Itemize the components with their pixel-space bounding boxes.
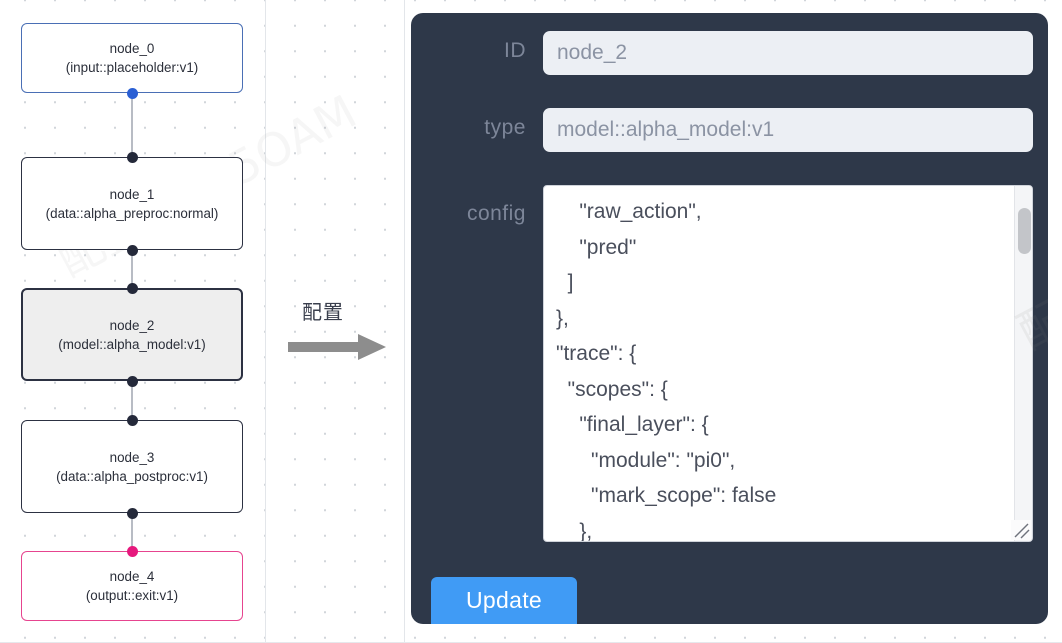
transition-label: 配置 [302, 300, 344, 324]
graph-node-type: (data::alpha_postproc:v1) [56, 468, 208, 484]
resize-handle-icon[interactable] [1011, 520, 1031, 540]
graph-edge-1-2 [131, 250, 133, 288]
node-port-node_1-out[interactable] [126, 245, 138, 256]
graph-node-label: node_3(data::alpha_postproc:v1) [30, 448, 234, 486]
graph-node-id: node_4 [109, 569, 155, 584]
canvas-divider-right [404, 0, 405, 643]
config-textarea[interactable]: "raw_action", "pred" ] }, "trace": { "sc… [556, 200, 777, 541]
graph-node-label: node_2(model::alpha_model:v1) [31, 316, 233, 354]
graph-node-id: node_2 [109, 317, 155, 333]
field-row-config: config "raw_action", "pred" ] }, "trace"… [411, 185, 1048, 542]
graph-node-id: node_1 [109, 186, 155, 202]
update-button[interactable]: Update [431, 577, 577, 624]
canvas-divider-left [265, 0, 266, 643]
node-config-panel: ID type config "raw_action", "pred" ] },… [411, 13, 1048, 624]
graph-edge-0-1 [131, 93, 133, 157]
node-port-node_3-out[interactable] [126, 508, 138, 519]
transition-annotation: 配置 [288, 296, 398, 364]
id-input[interactable] [543, 31, 1033, 75]
graph-node-node_4[interactable]: node_4(output::exit:v1) [21, 551, 243, 621]
field-row-type: type [411, 108, 1048, 152]
field-row-id: ID [411, 31, 1048, 75]
graph-node-node_2[interactable]: node_2(model::alpha_model:v1) [21, 288, 243, 381]
node-port-node_0-out[interactable] [126, 88, 138, 99]
graph-edge-3-4 [131, 513, 133, 551]
graph-edge-2-3 [131, 381, 133, 420]
node-port-node_2-out[interactable] [126, 376, 138, 387]
node-graph-canvas[interactable]: node_0(input::placeholder:v1) node_1(dat… [0, 0, 270, 643]
graph-node-node_0[interactable]: node_0(input::placeholder:v1) [21, 23, 243, 93]
type-field-label: type [484, 116, 526, 139]
config-scrollbar-thumb[interactable] [1018, 208, 1031, 254]
node-port-node_1-in[interactable] [126, 152, 138, 163]
graph-node-node_1[interactable]: node_1(data::alpha_preproc:normal) [21, 157, 243, 250]
graph-node-node_3[interactable]: node_3(data::alpha_postproc:v1) [21, 420, 243, 513]
type-input[interactable] [543, 108, 1033, 152]
graph-node-label: node_0(input::placeholder:v1) [30, 39, 234, 77]
graph-node-label: node_1(data::alpha_preproc:normal) [30, 185, 234, 223]
node-port-node_4-in[interactable] [126, 546, 138, 557]
graph-node-type: (data::alpha_preproc:normal) [45, 205, 219, 221]
graph-node-type: (model::alpha_model:v1) [58, 336, 206, 352]
graph-node-id: node_0 [109, 41, 155, 56]
graph-node-id: node_3 [109, 449, 155, 465]
graph-node-type: (input::placeholder:v1) [65, 60, 199, 75]
node-port-node_3-in[interactable] [126, 415, 138, 426]
config-scrollbar[interactable] [1014, 186, 1032, 541]
config-textarea-shell: "raw_action", "pred" ] }, "trace": { "sc… [543, 185, 1033, 542]
graph-node-label: node_4(output::exit:v1) [30, 567, 234, 605]
node-port-node_2-in[interactable] [126, 283, 138, 294]
right-arrow-icon [288, 332, 388, 367]
graph-node-type: (output::exit:v1) [85, 588, 179, 603]
id-field-label: ID [504, 39, 526, 62]
config-field-label: config [466, 202, 526, 225]
